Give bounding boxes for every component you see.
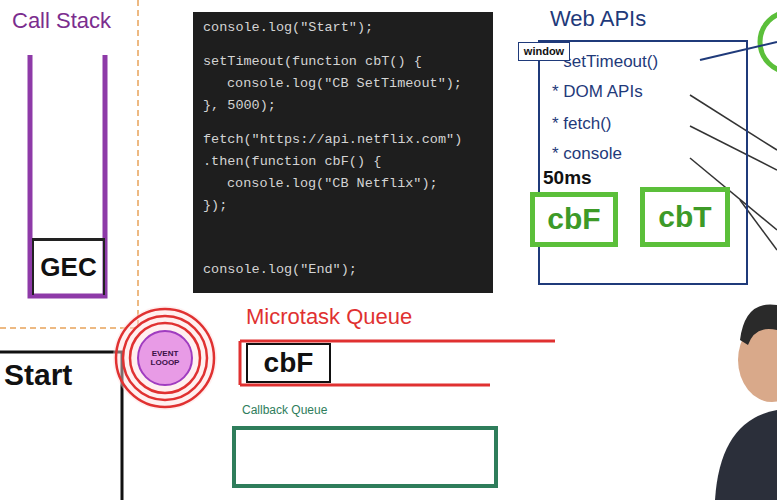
api-link-line bbox=[740, 200, 777, 250]
execution-context-box: GEC bbox=[32, 238, 105, 295]
code-line: fetch("https://api.netflix.com") bbox=[203, 132, 462, 148]
code-line: .then(function cbF() { bbox=[203, 154, 381, 170]
api-item: * fetch() bbox=[552, 114, 612, 134]
gec-label: GEC bbox=[40, 253, 96, 283]
code-line: }, 5000); bbox=[203, 98, 276, 114]
callback-name: cbF bbox=[547, 202, 600, 237]
api-item: * console bbox=[552, 144, 622, 164]
stack-heading: Call Stack bbox=[12, 8, 111, 33]
code-line: console.log("End"); bbox=[203, 262, 357, 278]
red-ring bbox=[130, 323, 200, 393]
event-loop-circle: EVENT LOOOP bbox=[137, 330, 193, 386]
console-output-line bbox=[0, 352, 122, 500]
stack-line bbox=[30, 55, 105, 296]
event-loop-label: EVENT LOOOP bbox=[143, 349, 187, 367]
microtask-queue: Microtask QueuecbF bbox=[240, 340, 555, 386]
call-stack: Call StackGEC bbox=[12, 50, 132, 298]
api-link-line bbox=[700, 42, 777, 60]
callback-queue: Callback Queue bbox=[232, 426, 498, 488]
api-link-line bbox=[690, 95, 777, 150]
window-tab: window bbox=[518, 42, 570, 61]
presenter-hair bbox=[740, 304, 777, 345]
microtask-heading: Microtask Queue bbox=[246, 304, 412, 329]
callback-box: cbF bbox=[530, 192, 618, 247]
callback-queue-heading: Callback Queue bbox=[242, 404, 327, 418]
code-line: setTimeout(function cbT() { bbox=[203, 54, 422, 70]
code-line: }); bbox=[203, 198, 227, 214]
callback-name: cbF bbox=[264, 347, 314, 379]
api-link-line bbox=[690, 126, 777, 170]
code-line: console.log("CB Netflix"); bbox=[227, 176, 438, 192]
presenter-shirt bbox=[715, 410, 777, 500]
api-item: * DOM APIs bbox=[552, 82, 643, 102]
delay-label: 50ms bbox=[543, 167, 592, 189]
console-output: Start bbox=[4, 358, 72, 393]
code-block: console.log("Start"); setTimeout(function… bbox=[193, 12, 493, 293]
web-apis-heading: Web APIs bbox=[550, 6, 646, 31]
queued-callback-box: cbF bbox=[246, 343, 331, 383]
window-label: window bbox=[524, 45, 564, 58]
code-line: console.log("CB SetTimeout"); bbox=[227, 76, 462, 92]
red-ring bbox=[123, 316, 207, 400]
code-line: console.log("Start"); bbox=[203, 20, 373, 36]
callback-box: cbT bbox=[640, 187, 730, 247]
glow bbox=[113, 306, 217, 410]
call-stack-region bbox=[0, 0, 138, 328]
red-ring bbox=[116, 309, 214, 407]
callback-name: cbT bbox=[658, 200, 711, 235]
web-apis-box: Web APIs* setTimeout()* DOM APIs* fetch(… bbox=[538, 40, 748, 285]
queue-line bbox=[240, 341, 555, 385]
